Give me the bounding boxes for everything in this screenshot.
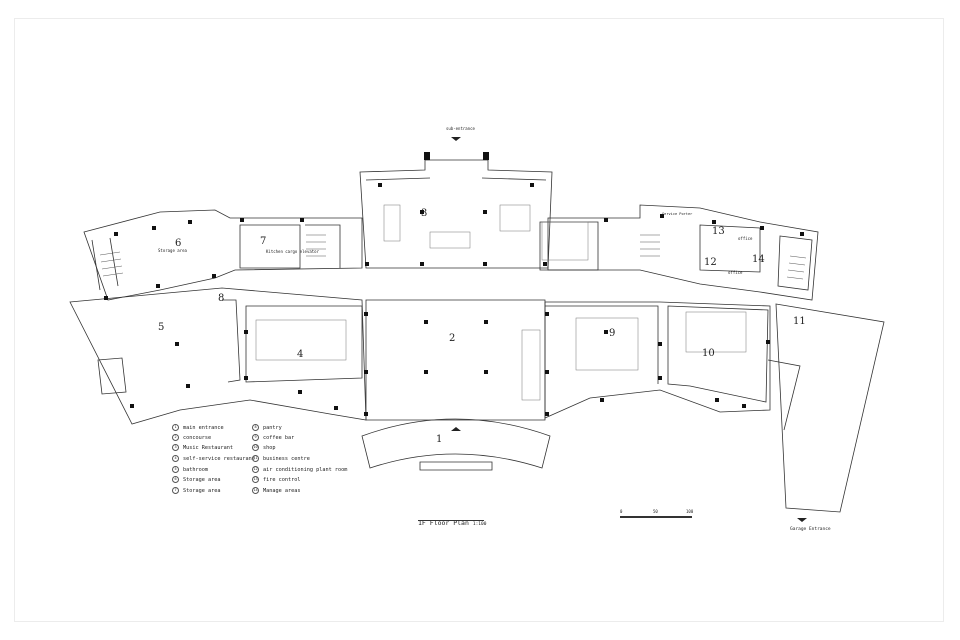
title-underline	[418, 520, 484, 521]
scale-bar-fill	[620, 516, 656, 518]
room-number-10: 10	[702, 348, 715, 359]
furniture-layout	[255, 204, 747, 401]
room-number-14: 14	[752, 254, 765, 265]
room-number-1: 1	[436, 434, 442, 445]
staircases	[99, 234, 807, 280]
main-entrance-arrow-icon	[451, 427, 461, 431]
room-number-3: 3	[421, 208, 427, 219]
kitchen-cargo-elevator-label: Kitchen cargo elevator	[266, 249, 320, 254]
structural-columns	[104, 152, 804, 416]
room-number-4: 4	[297, 349, 303, 360]
scale-bar-end: 100	[686, 509, 694, 514]
sub-entrance-label: sub-entrance	[446, 126, 475, 131]
room-number-6: 6	[175, 238, 181, 249]
left-wing-upper	[83, 209, 363, 301]
storage-area-label: Storage area	[158, 248, 187, 253]
concourse-outline	[365, 299, 546, 421]
music-restaurant-outline	[359, 159, 553, 269]
room-number-11: 11	[793, 316, 806, 327]
drawing-scale-text: 1:100	[472, 522, 487, 527]
garage-entrance-label: Garage Entrance	[790, 526, 831, 532]
room-number-8: 8	[218, 293, 224, 304]
garage-arrow-icon	[797, 518, 807, 522]
room-number-9: 9	[609, 328, 615, 339]
room-number-13: 13	[712, 226, 725, 237]
room-number-5: 5	[158, 322, 164, 333]
service-porter-label: Service Porter	[662, 212, 693, 216]
left-wing-lower	[69, 287, 367, 425]
office-label-a: office	[738, 236, 753, 241]
business-centre-outline	[775, 303, 885, 513]
sheet-border	[14, 18, 944, 622]
scale-bar: 0 50 100	[620, 509, 694, 523]
scale-bar-mid: 50	[653, 509, 658, 514]
right-wing-lower	[544, 301, 771, 419]
room-number-7: 7	[260, 236, 266, 247]
room-number-12: 12	[704, 257, 717, 268]
right-wing-upper	[547, 204, 819, 301]
entrance-canopy	[361, 418, 551, 469]
drawing-title-text: 1F Floor Plan	[418, 519, 469, 527]
office-label-b: office	[728, 270, 743, 275]
room-number-2: 2	[449, 333, 455, 344]
sub-entrance-arrow-icon	[451, 137, 461, 141]
scale-bar-start: 0	[620, 509, 623, 514]
